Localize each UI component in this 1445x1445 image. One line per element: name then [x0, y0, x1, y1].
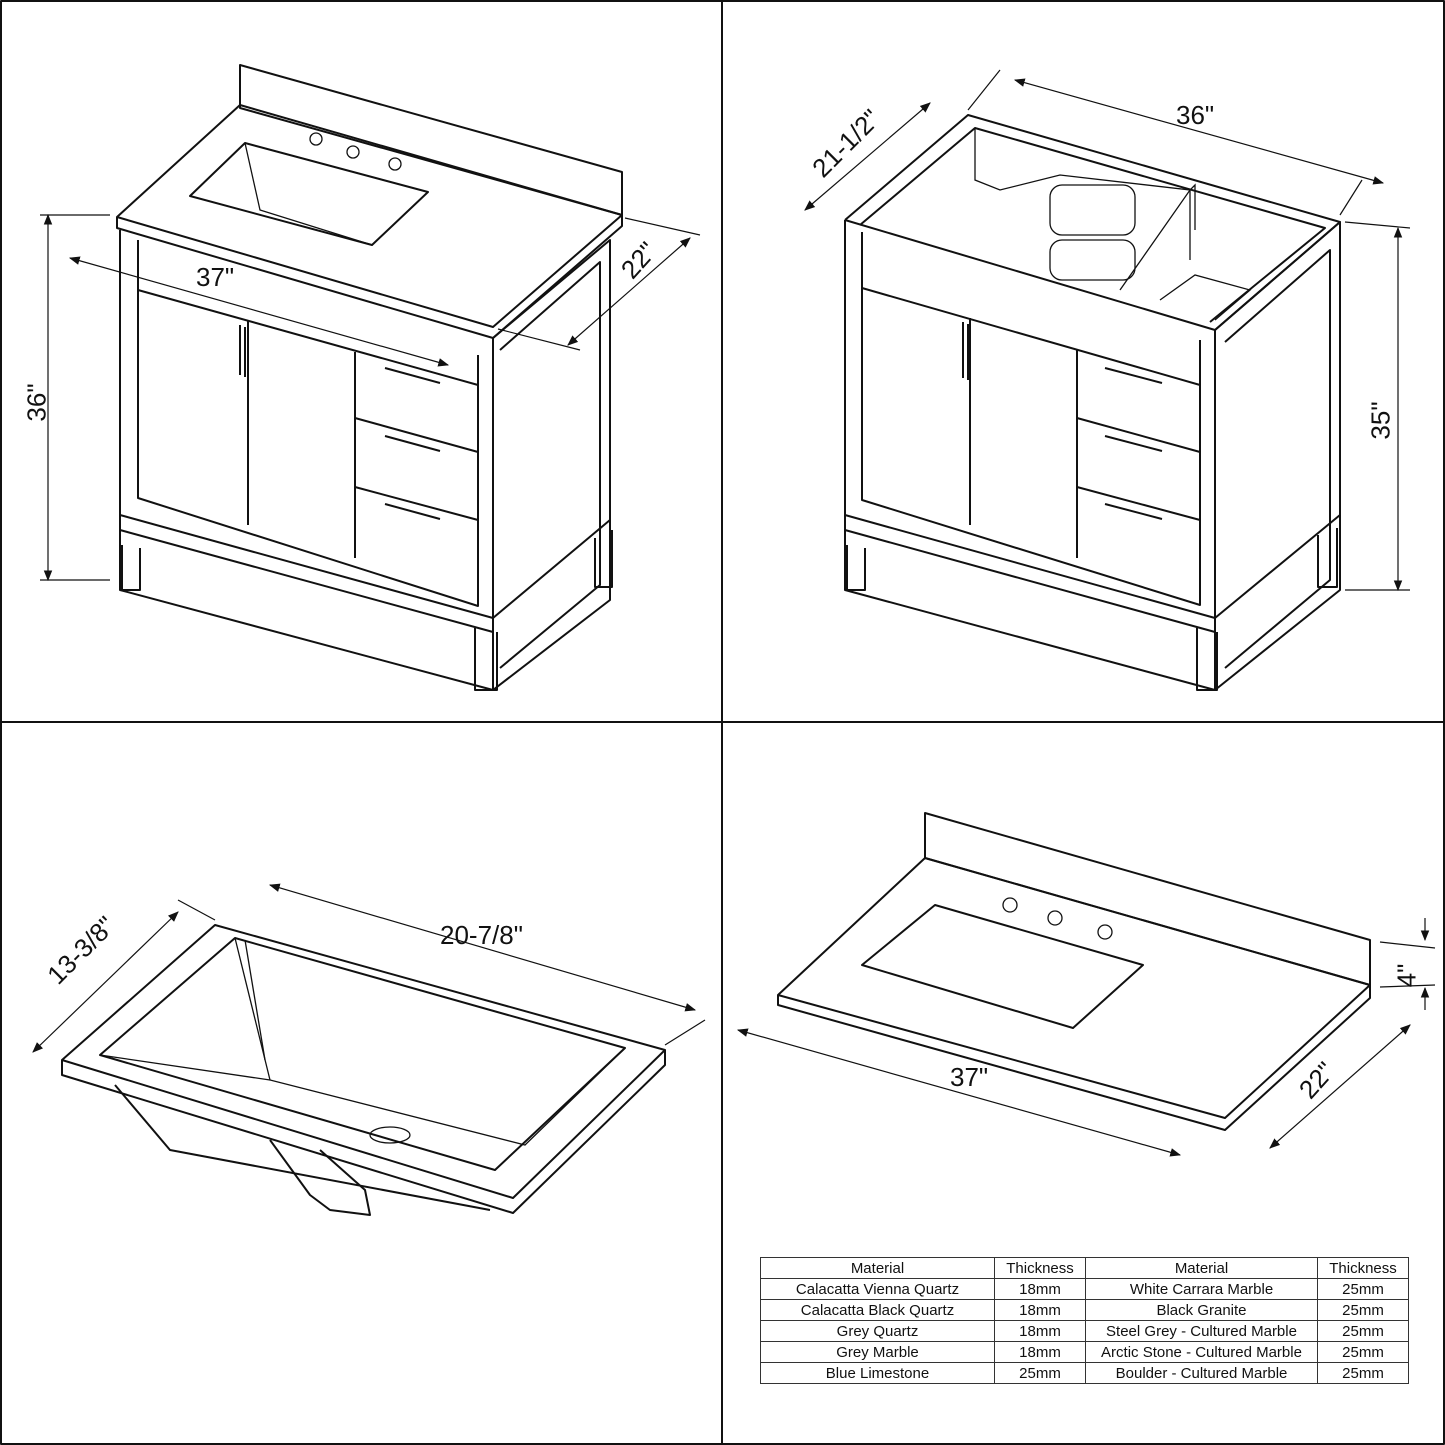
thickness-cell: 25mm [1317, 1320, 1409, 1342]
vanity-height-label: 36" [21, 383, 52, 422]
material-cell: Grey Marble [760, 1341, 995, 1363]
sink-width-label: 20-7/8" [440, 920, 523, 950]
header-material: Material [760, 1257, 995, 1279]
thickness-cell: 25mm [1317, 1299, 1409, 1321]
material-cell: Steel Grey - Cultured Marble [1085, 1320, 1318, 1342]
countertop-drawing [736, 812, 1436, 1157]
material-cell: Arctic Stone - Cultured Marble [1085, 1341, 1318, 1363]
thickness-cell: 25mm [1317, 1362, 1409, 1384]
thickness-cell: 25mm [1317, 1278, 1409, 1300]
header-material: Material [1085, 1257, 1318, 1279]
header-thickness: Thickness [994, 1257, 1086, 1279]
material-cell: Calacatta Black Quartz [760, 1299, 995, 1321]
thickness-cell: 18mm [994, 1278, 1086, 1300]
vanity-with-top-drawing [40, 64, 701, 691]
table-header-row: Material Thickness Material Thickness [760, 1257, 1409, 1279]
material-table: Material Thickness Material Thickness Ca… [760, 1257, 1409, 1384]
sink-drawing [32, 883, 706, 1216]
cabinet-height-label: 35" [1365, 401, 1396, 440]
vanity-cabinet-drawing [804, 69, 1411, 691]
vanity-width-label: 37" [196, 262, 235, 292]
material-cell: Calacatta Vienna Quartz [760, 1278, 995, 1300]
backsplash-height-label: 4" [1391, 963, 1422, 988]
material-cell: Boulder - Cultured Marble [1085, 1362, 1318, 1384]
header-thickness: Thickness [1317, 1257, 1409, 1279]
material-cell: Grey Quartz [760, 1320, 995, 1342]
material-cell: Blue Limestone [760, 1362, 995, 1384]
thickness-cell: 18mm [994, 1320, 1086, 1342]
material-cell: Black Granite [1085, 1299, 1318, 1321]
thickness-cell: 18mm [994, 1299, 1086, 1321]
thickness-cell: 25mm [1317, 1341, 1409, 1363]
thickness-cell: 18mm [994, 1341, 1086, 1363]
countertop-width-label: 37" [950, 1062, 989, 1092]
material-cell: White Carrara Marble [1085, 1278, 1318, 1300]
cabinet-width-label: 36" [1176, 100, 1215, 130]
thickness-cell: 25mm [994, 1362, 1086, 1384]
